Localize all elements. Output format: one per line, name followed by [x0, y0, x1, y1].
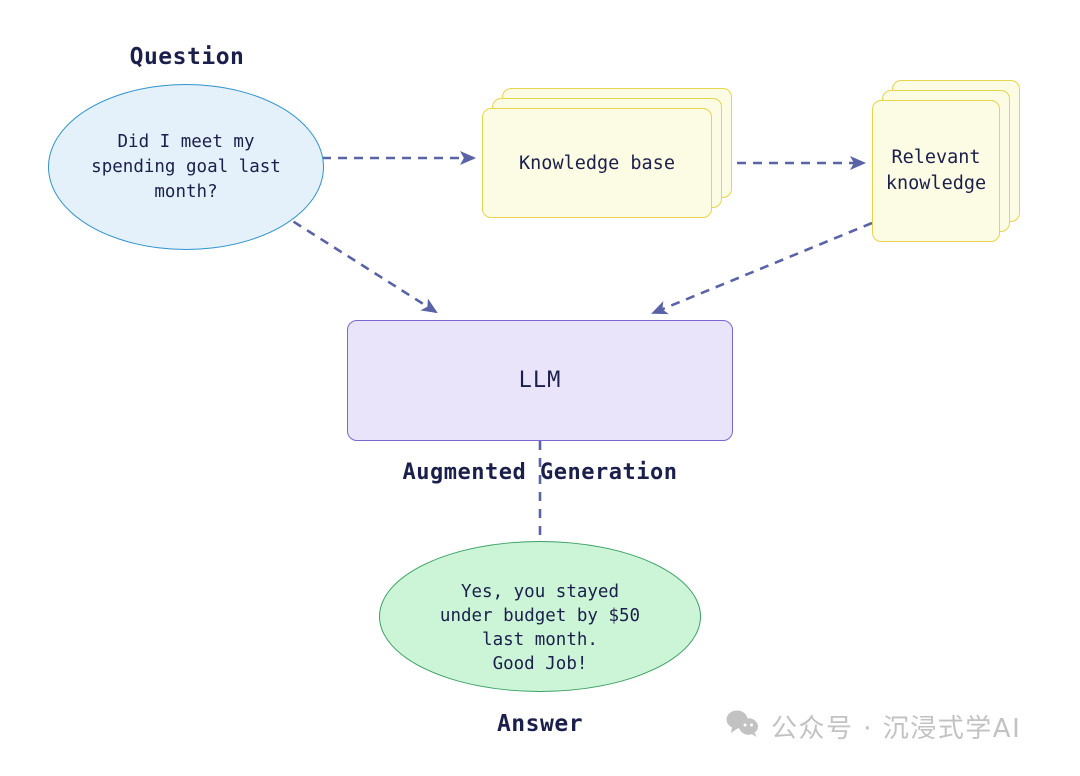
- wechat-icon: [726, 709, 760, 744]
- knowledge-base-label: Knowledge base: [519, 152, 675, 174]
- knowledge-base-card-front: Knowledge base: [482, 108, 712, 218]
- knowledge-base-node[interactable]: Knowledge base: [482, 88, 732, 218]
- watermark-text: 公众号 · 沉浸式学AI: [771, 714, 1022, 744]
- watermark: 公众号 · 沉浸式学AI: [726, 708, 1021, 745]
- llm-label: LLM: [518, 368, 562, 393]
- question-caption: Question: [129, 44, 245, 70]
- augmented-generation-label: Augmented Generation: [402, 460, 678, 485]
- edge-relevant-knowledge-to-llm: [651, 221, 873, 315]
- llm-node[interactable]: LLM: [347, 320, 733, 441]
- answer-caption: Answer: [496, 711, 584, 737]
